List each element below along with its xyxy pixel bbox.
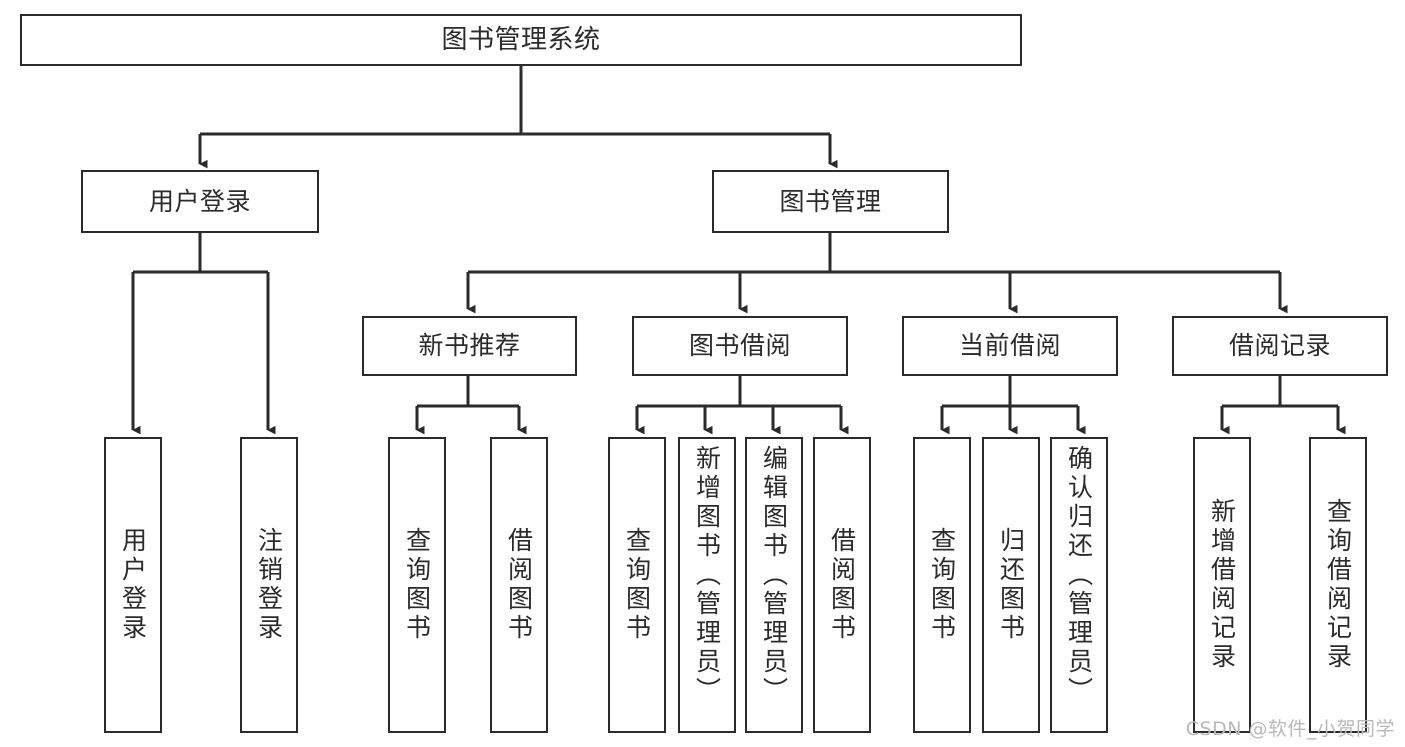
node-root-book-management-system[interactable]: 图书管理系统 [20, 14, 1022, 66]
node-label: 新增借阅记录 [1207, 498, 1237, 672]
leaf-add-borrow-record[interactable]: 新增借阅记录 [1193, 437, 1251, 733]
leaf-borrow-book[interactable]: 借阅图书 [813, 437, 871, 733]
leaf-return-book[interactable]: 归还图书 [982, 437, 1040, 733]
leaf-query-borrow-record[interactable]: 查询借阅记录 [1309, 437, 1367, 733]
node-label: 查询图书 [927, 527, 957, 643]
node-label: 编辑图书（管理员） [759, 445, 789, 706]
node-user-login[interactable]: 用户登录 [81, 170, 319, 233]
node-new-book-recommend[interactable]: 新书推荐 [362, 316, 577, 376]
leaf-query-book-borrow[interactable]: 查询图书 [608, 437, 666, 733]
node-label: 当前借阅 [958, 331, 1061, 361]
node-label: 图书管理系统 [441, 24, 601, 55]
node-label: 确认归还（管理员） [1064, 445, 1094, 706]
leaf-add-book-admin[interactable]: 新增图书（管理员） [678, 437, 736, 733]
node-label: 借阅图书 [827, 527, 857, 643]
node-label: 归还图书 [996, 527, 1026, 643]
leaf-user-login[interactable]: 用户登录 [104, 437, 162, 733]
leaf-logout-login[interactable]: 注销登录 [240, 437, 298, 733]
node-label: 用户登录 [148, 186, 251, 216]
node-label: 查询借阅记录 [1323, 498, 1353, 672]
node-label: 图书管理 [779, 186, 882, 216]
node-borrow-record[interactable]: 借阅记录 [1172, 316, 1388, 376]
leaf-query-book-current[interactable]: 查询图书 [913, 437, 971, 733]
leaf-edit-book-admin[interactable]: 编辑图书（管理员） [745, 437, 803, 733]
node-book-borrow[interactable]: 图书借阅 [632, 316, 848, 376]
leaf-confirm-return-admin[interactable]: 确认归还（管理员） [1050, 437, 1108, 733]
node-label: 用户登录 [118, 527, 148, 643]
node-label: 新增图书（管理员） [692, 445, 722, 706]
node-label: 借阅图书 [504, 527, 534, 643]
node-label: 查询图书 [402, 527, 432, 643]
leaf-query-book-recommend[interactable]: 查询图书 [388, 437, 446, 733]
node-label: 查询图书 [622, 527, 652, 643]
node-label: 图书借阅 [688, 331, 791, 361]
csdn-watermark: CSDN @软件_小贺同学 [1185, 718, 1395, 740]
node-label: 借阅记录 [1228, 331, 1331, 361]
node-label: 注销登录 [254, 527, 284, 643]
leaf-borrow-book-recommend[interactable]: 借阅图书 [490, 437, 548, 733]
node-label: 新书推荐 [418, 331, 521, 361]
node-current-borrow[interactable]: 当前借阅 [902, 316, 1118, 376]
node-book-manage[interactable]: 图书管理 [712, 170, 949, 233]
